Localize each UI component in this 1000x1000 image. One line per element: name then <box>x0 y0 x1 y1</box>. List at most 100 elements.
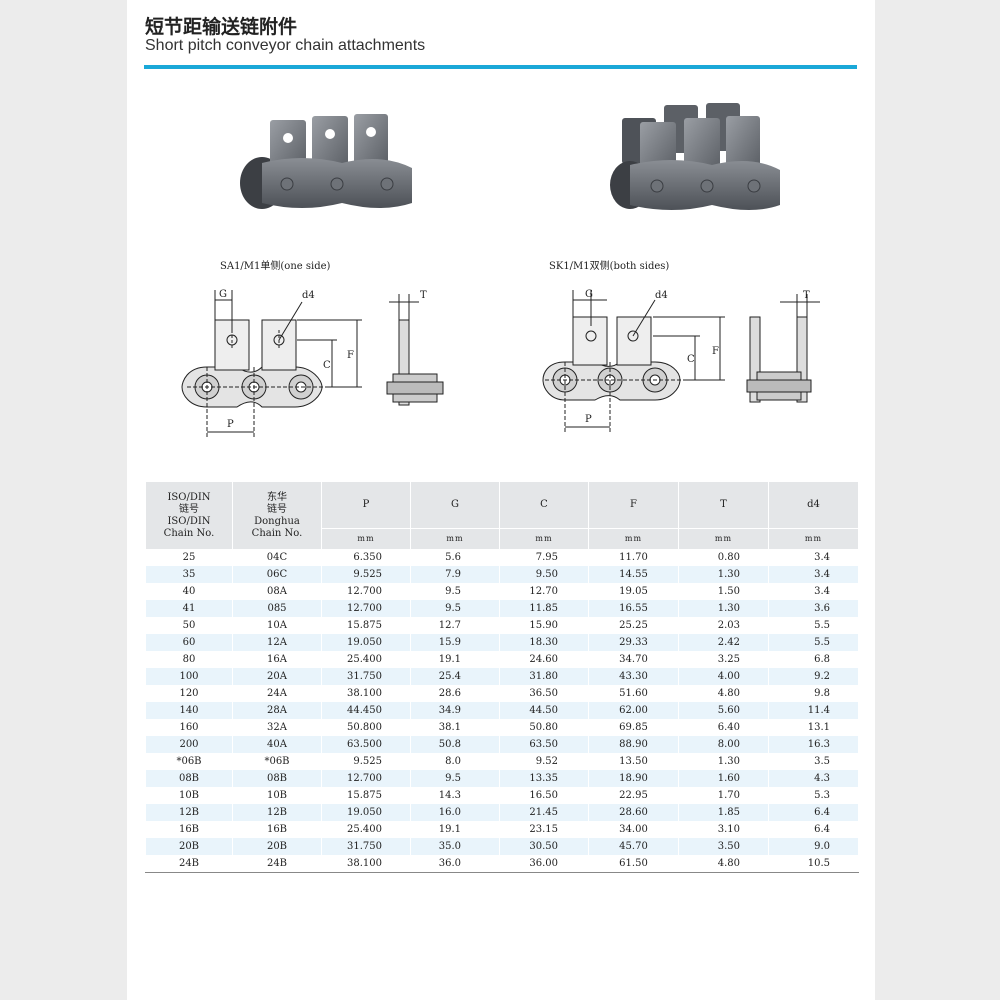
table-cell: 45.70 <box>588 838 679 855</box>
page-title-en: Short pitch conveyor chain attachments <box>145 37 426 54</box>
table-cell: 44.450 <box>321 702 411 719</box>
drawing-both-sides: G d4 T C F P <box>542 289 820 432</box>
table-cell: 200 <box>145 736 233 753</box>
table-cell: 24B <box>232 855 322 873</box>
table-cell: 10.5 <box>768 855 859 873</box>
table-cell: 25.400 <box>321 651 411 668</box>
table-cell: 38.100 <box>321 855 411 873</box>
table-cell: 15.9 <box>410 634 500 651</box>
dim-label-g: G <box>219 289 227 300</box>
table-cell: 6.8 <box>768 651 859 668</box>
column-header: 东华 链号 Donghua Chain No. <box>232 482 322 549</box>
table-cell: 69.85 <box>588 719 679 736</box>
column-unit: mm <box>588 528 679 549</box>
table-cell: 12A <box>232 634 322 651</box>
table-cell: 16.50 <box>499 787 589 804</box>
caption-one-side: SA1/M1单侧(one side) <box>220 261 331 272</box>
table-cell: 2.03 <box>678 617 769 634</box>
table-cell: 12B <box>145 804 233 821</box>
table-cell: 50.8 <box>410 736 500 753</box>
table-cell: 5.3 <box>768 787 859 804</box>
table-cell: 6.40 <box>678 719 769 736</box>
table-cell: 0.80 <box>678 549 769 566</box>
table-cell: 9.525 <box>321 566 411 583</box>
table-cell: 62.00 <box>588 702 679 719</box>
table-cell: 88.90 <box>588 736 679 753</box>
table-cell: 32A <box>232 719 322 736</box>
table-cell: 4.80 <box>678 855 769 873</box>
table-cell: 08B <box>145 770 233 787</box>
table-cell: 10A <box>232 617 322 634</box>
table-cell: 61.50 <box>588 855 679 873</box>
table-cell: 63.50 <box>499 736 589 753</box>
table-cell: 51.60 <box>588 685 679 702</box>
table-cell: 6.350 <box>321 549 411 566</box>
dim-label-d4-2: d4 <box>655 290 668 301</box>
table-cell: 6.4 <box>768 804 859 821</box>
dim-label-c-2: C <box>687 354 695 365</box>
catalog-page: 短节距输送链附件 Short pitch conveyor chain atta… <box>127 0 875 1000</box>
table-cell: 24.60 <box>499 651 589 668</box>
table-cell: 5.60 <box>678 702 769 719</box>
spec-table: ISO/DIN 链号 ISO/DIN Chain No.东华 链号 Donghu… <box>145 482 859 873</box>
dim-label-p: P <box>227 419 234 430</box>
table-cell: 9.50 <box>499 566 589 583</box>
caption-both-sides: SK1/M1双侧(both sides) <box>549 261 670 272</box>
table-cell: 1.50 <box>678 583 769 600</box>
table-cell: 6.4 <box>768 821 859 838</box>
dim-label-d4: d4 <box>302 290 315 301</box>
chain-photo-both-sides <box>610 103 780 210</box>
table-cell: 29.33 <box>588 634 679 651</box>
table-cell: 38.1 <box>410 719 500 736</box>
table-cell: 10B <box>145 787 233 804</box>
column-header: F <box>588 482 679 529</box>
table-cell: *06B <box>145 753 233 770</box>
table-cell: 80 <box>145 651 233 668</box>
table-cell: 5.5 <box>768 634 859 651</box>
table-cell: 8.0 <box>410 753 500 770</box>
dim-label-f-2: F <box>712 346 719 357</box>
table-cell: 3.10 <box>678 821 769 838</box>
drawing-one-side: G d4 T C F P <box>181 289 444 437</box>
table-cell: 3.25 <box>678 651 769 668</box>
table-cell: 4.00 <box>678 668 769 685</box>
chain-photo-one-side <box>240 114 412 209</box>
table-cell: 08B <box>232 770 322 787</box>
page-title-cn: 短节距输送链附件 <box>145 16 298 38</box>
table-cell: 19.050 <box>321 804 411 821</box>
column-header: G <box>410 482 500 529</box>
dim-label-c: C <box>323 360 331 371</box>
table-cell: 9.5 <box>410 583 500 600</box>
table-cell: 16.0 <box>410 804 500 821</box>
table-cell: 50.800 <box>321 719 411 736</box>
table-cell: 50.80 <box>499 719 589 736</box>
table-cell: 36.50 <box>499 685 589 702</box>
table-cell: 14.3 <box>410 787 500 804</box>
table-cell: 23.15 <box>499 821 589 838</box>
table-cell: 18.30 <box>499 634 589 651</box>
table-cell: 160 <box>145 719 233 736</box>
column-unit: mm <box>410 528 500 549</box>
table-cell: 9.5 <box>410 770 500 787</box>
column-header: P <box>321 482 411 529</box>
table-cell: 140 <box>145 702 233 719</box>
table-cell: 10B <box>232 787 322 804</box>
table-cell: 3.6 <box>768 600 859 617</box>
table-cell: 12.700 <box>321 770 411 787</box>
table-cell: 38.100 <box>321 685 411 702</box>
table-cell: 11.85 <box>499 600 589 617</box>
table-cell: 1.70 <box>678 787 769 804</box>
table-cell: 44.50 <box>499 702 589 719</box>
table-cell: 4.3 <box>768 770 859 787</box>
table-cell: 3.5 <box>768 753 859 770</box>
column-unit: mm <box>768 528 859 549</box>
table-cell: 9.2 <box>768 668 859 685</box>
table-cell: 25.25 <box>588 617 679 634</box>
